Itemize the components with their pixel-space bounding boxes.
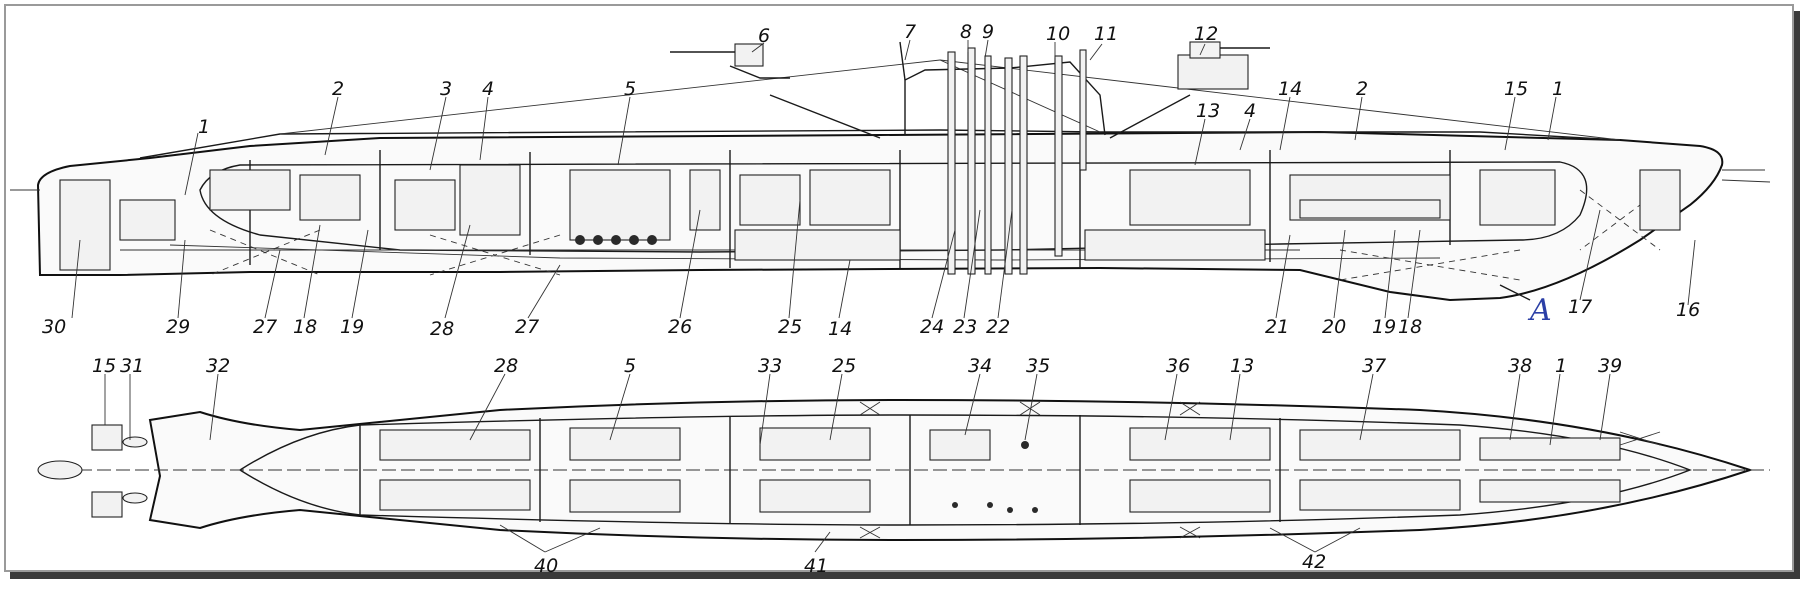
- section-mark-a: A: [1527, 293, 1552, 328]
- plan-label: 34: [968, 355, 992, 377]
- side-label: 5: [624, 78, 636, 100]
- plan-labels: 15 31 32 28 5 33 25 34 35 36 13 37 38 1 …: [92, 355, 1622, 577]
- side-label: 15: [1504, 78, 1528, 100]
- side-machinery: [59, 164, 1681, 271]
- side-label: 1: [198, 116, 210, 138]
- plan-label: 31: [120, 355, 144, 377]
- side-label: 26: [668, 316, 692, 338]
- side-label: 24: [920, 316, 944, 338]
- side-label: 10: [1046, 23, 1070, 45]
- side-label: 22: [986, 316, 1010, 338]
- side-label: 4: [1244, 100, 1256, 122]
- side-label: 21: [1265, 316, 1289, 338]
- side-label: 30: [42, 316, 66, 338]
- side-pressure-hull: [199, 161, 1588, 253]
- plan-label: 13: [1230, 355, 1254, 377]
- side-label: 16: [1676, 299, 1700, 321]
- side-label: 20: [1322, 316, 1346, 338]
- side-label: 14: [1278, 78, 1302, 100]
- plan-label: 41: [804, 555, 828, 577]
- side-label: 1: [1552, 78, 1564, 100]
- plan-label: 33: [758, 355, 782, 377]
- side-label: 23: [953, 316, 977, 338]
- side-label: 17: [1568, 296, 1592, 318]
- plan-label: 1: [1555, 355, 1567, 377]
- plan-machinery: [379, 427, 1621, 513]
- plan-pressure-hull: [238, 414, 1692, 526]
- plan-label: 39: [1598, 355, 1622, 377]
- side-label: 2: [332, 78, 344, 100]
- side-label: 14: [828, 318, 852, 340]
- side-label: 19: [1372, 316, 1396, 338]
- plan-label: 42: [1302, 551, 1326, 573]
- side-label: 18: [1398, 316, 1422, 338]
- plan-label: 32: [206, 355, 230, 377]
- side-label: 11: [1094, 23, 1118, 45]
- side-leader-lines: [71, 39, 1696, 319]
- side-label: 7: [904, 21, 916, 43]
- masts: [899, 41, 1087, 275]
- plan-label: 35: [1026, 355, 1050, 377]
- plan-label: 37: [1362, 355, 1386, 377]
- side-label: 12: [1194, 23, 1218, 45]
- stern-propulsion: [37, 424, 148, 518]
- plan-view: [37, 398, 1770, 542]
- side-label: 9: [982, 21, 994, 43]
- side-label: 28: [430, 318, 454, 340]
- plan-label: 36: [1166, 355, 1190, 377]
- plan-label: 25: [832, 355, 856, 377]
- side-label: 27: [253, 316, 277, 338]
- plan-label: 15: [92, 355, 116, 377]
- side-label: 4: [482, 78, 494, 100]
- side-elevation: [10, 41, 1771, 302]
- side-label: 19: [340, 316, 364, 338]
- side-labels: 6 7 8 9 10 11 12 1 2 3 4 5 14 2 15 1 13 …: [42, 21, 1700, 340]
- side-label: 29: [166, 316, 190, 338]
- side-label: 18: [293, 316, 317, 338]
- side-label: 8: [960, 21, 972, 43]
- aft-deck-gun: [670, 43, 881, 139]
- side-label: 6: [758, 25, 770, 47]
- plan-label: 5: [624, 355, 636, 377]
- side-label: 25: [778, 316, 802, 338]
- side-label: 27: [515, 316, 539, 338]
- side-label: 13: [1196, 100, 1220, 122]
- plan-label: 28: [494, 355, 518, 377]
- plan-leader-lines: [104, 373, 1611, 553]
- side-label: 2: [1356, 78, 1368, 100]
- plan-label: 38: [1508, 355, 1532, 377]
- plan-label: 40: [534, 555, 558, 577]
- fwd-deck-gun: [1109, 41, 1270, 139]
- side-label: 3: [440, 78, 452, 100]
